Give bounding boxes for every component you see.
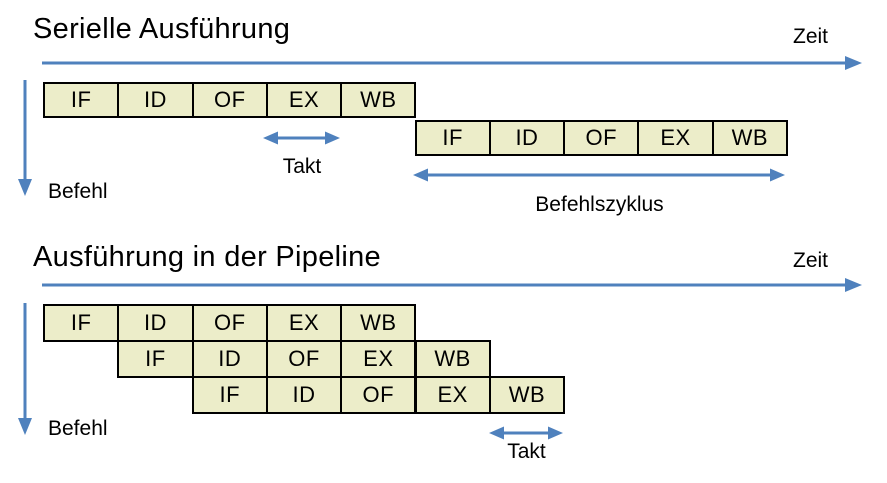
stage-cell-ex: EX [414, 376, 491, 414]
pipeline-section-title: Ausführung in der Pipeline [33, 241, 381, 273]
stage-cell-of: OF [191, 82, 268, 118]
befehl-arrow-pipeline [18, 303, 32, 435]
timeline-arrow-serial [42, 56, 862, 70]
timeline-arrow-pipeline [42, 278, 862, 292]
takt-arrow-pipeline [489, 426, 563, 440]
stage-cell-of: OF [191, 304, 268, 342]
takt-label-pipeline: Takt [507, 440, 546, 463]
stage-cell-wb: WB [340, 82, 417, 118]
befehl-label-pipeline: Befehl [48, 417, 108, 440]
befehlszyklus-label: Befehlszyklus [535, 193, 664, 216]
stage-cell-id: ID [117, 304, 194, 342]
stage-cell-wb: WB [340, 304, 417, 342]
stage-cell-id: ID [191, 340, 268, 378]
stage-cell-ex: EX [265, 304, 343, 342]
stage-cell-if: IF [43, 82, 120, 118]
stage-cell-of: OF [340, 376, 417, 414]
takt-arrow-serial [263, 131, 340, 145]
stage-cell-wb: WB [488, 376, 566, 414]
takt-label-serial: Takt [282, 155, 322, 178]
befehlszyklus-arrow [413, 168, 785, 182]
befehl-arrow-serial [18, 80, 32, 196]
befehl-label-serial: Befehl [48, 180, 108, 203]
stage-cell-of: OF [563, 120, 640, 156]
stage-cell-of: OF [265, 340, 343, 378]
zeit-label-pipeline: Zeit [793, 249, 829, 272]
zeit-label-serial: Zeit [793, 25, 829, 48]
stage-cell-if: IF [117, 340, 194, 378]
stage-cell-ex: EX [637, 120, 714, 156]
serial-section-title: Serielle Ausführung [33, 13, 291, 45]
stage-cell-wb: WB [711, 120, 788, 156]
stage-cell-if: IF [43, 304, 120, 342]
stage-cell-if: IF [191, 376, 268, 414]
stage-cell-id: ID [265, 376, 343, 414]
stage-cell-id: ID [488, 120, 566, 156]
stage-cell-ex: EX [340, 340, 417, 378]
stage-cell-if: IF [414, 120, 491, 156]
stage-cell-id: ID [117, 82, 194, 118]
stage-cell-wb: WB [414, 340, 491, 378]
stage-cell-ex: EX [265, 82, 343, 118]
